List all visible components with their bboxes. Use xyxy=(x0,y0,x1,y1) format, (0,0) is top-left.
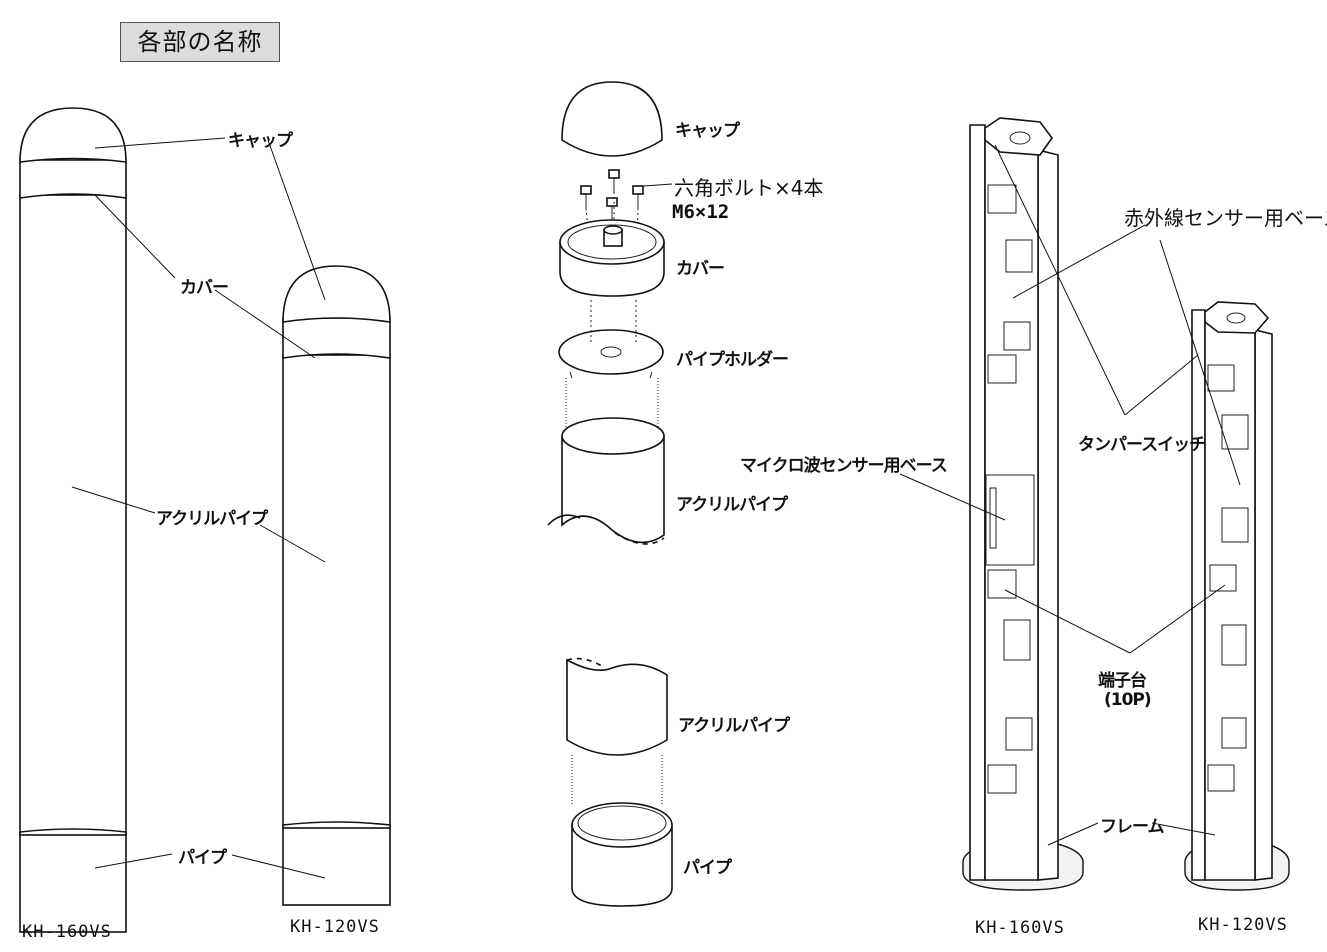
pole-kh120-assembled xyxy=(282,265,391,906)
exploded-pipe xyxy=(571,802,673,907)
pole160-pipe xyxy=(19,831,127,933)
frame-kh160 xyxy=(962,117,1084,891)
exploded-acrylic-lower xyxy=(566,657,668,805)
label-bolt-line1: 六角ボルト×4本 xyxy=(674,176,824,200)
pole160-cover xyxy=(19,159,127,199)
exploded-cover xyxy=(559,219,665,297)
label-cap-left: キャップ xyxy=(228,131,293,151)
label-cover-left: カバー xyxy=(180,278,229,298)
diagram-title: 各部の名称 xyxy=(120,22,280,62)
label-tamper: タンパースイッチ xyxy=(1078,435,1206,455)
exploded-acrylic-upper xyxy=(547,378,665,545)
label-bolt-line2: M6×12 xyxy=(672,201,730,223)
label-pipe-mid: パイプ xyxy=(683,858,732,878)
label-acrylic-left: アクリルパイプ xyxy=(156,509,268,529)
label-cover-mid: カバー xyxy=(676,259,725,279)
label-frame: フレーム xyxy=(1100,817,1164,837)
left-leader-lines xyxy=(71,137,326,879)
label-acrylic-mid1: アクリルパイプ xyxy=(676,495,788,515)
model-left-tall: KH-160VS xyxy=(22,922,112,942)
label-holder-mid: パイプホルダー xyxy=(676,350,789,370)
right-leader-lines xyxy=(899,144,1241,846)
label-ir-base: 赤外線センサー用ベース xyxy=(1124,206,1327,230)
exploded-view xyxy=(547,81,673,907)
exploded-cap xyxy=(561,81,663,157)
pole120-pipe xyxy=(282,824,391,906)
model-right-short: KH-120VS xyxy=(1198,915,1288,935)
frame-kh120 xyxy=(1184,301,1290,891)
pole-kh160-assembled xyxy=(19,107,127,933)
pole120-acrylic xyxy=(282,354,391,829)
label-micro-base: マイクロ波センサー用ベース xyxy=(740,456,948,476)
exploded-pipe-holder xyxy=(558,300,664,379)
model-right-tall: KH-160VS xyxy=(975,918,1065,938)
pole120-cap xyxy=(282,265,391,323)
label-cap-mid: キャップ xyxy=(675,121,740,141)
pole160-acrylic xyxy=(19,194,127,836)
label-pipe-left: パイプ xyxy=(178,848,227,868)
pole120-cover xyxy=(282,317,391,359)
label-terminal-line1: 端子台 xyxy=(1098,671,1147,691)
label-terminal-line2: (10P) xyxy=(1104,690,1152,710)
label-acrylic-mid2: アクリルパイプ xyxy=(678,716,790,736)
model-left-short: KH-120VS xyxy=(290,917,380,937)
pole160-cap xyxy=(19,107,127,163)
